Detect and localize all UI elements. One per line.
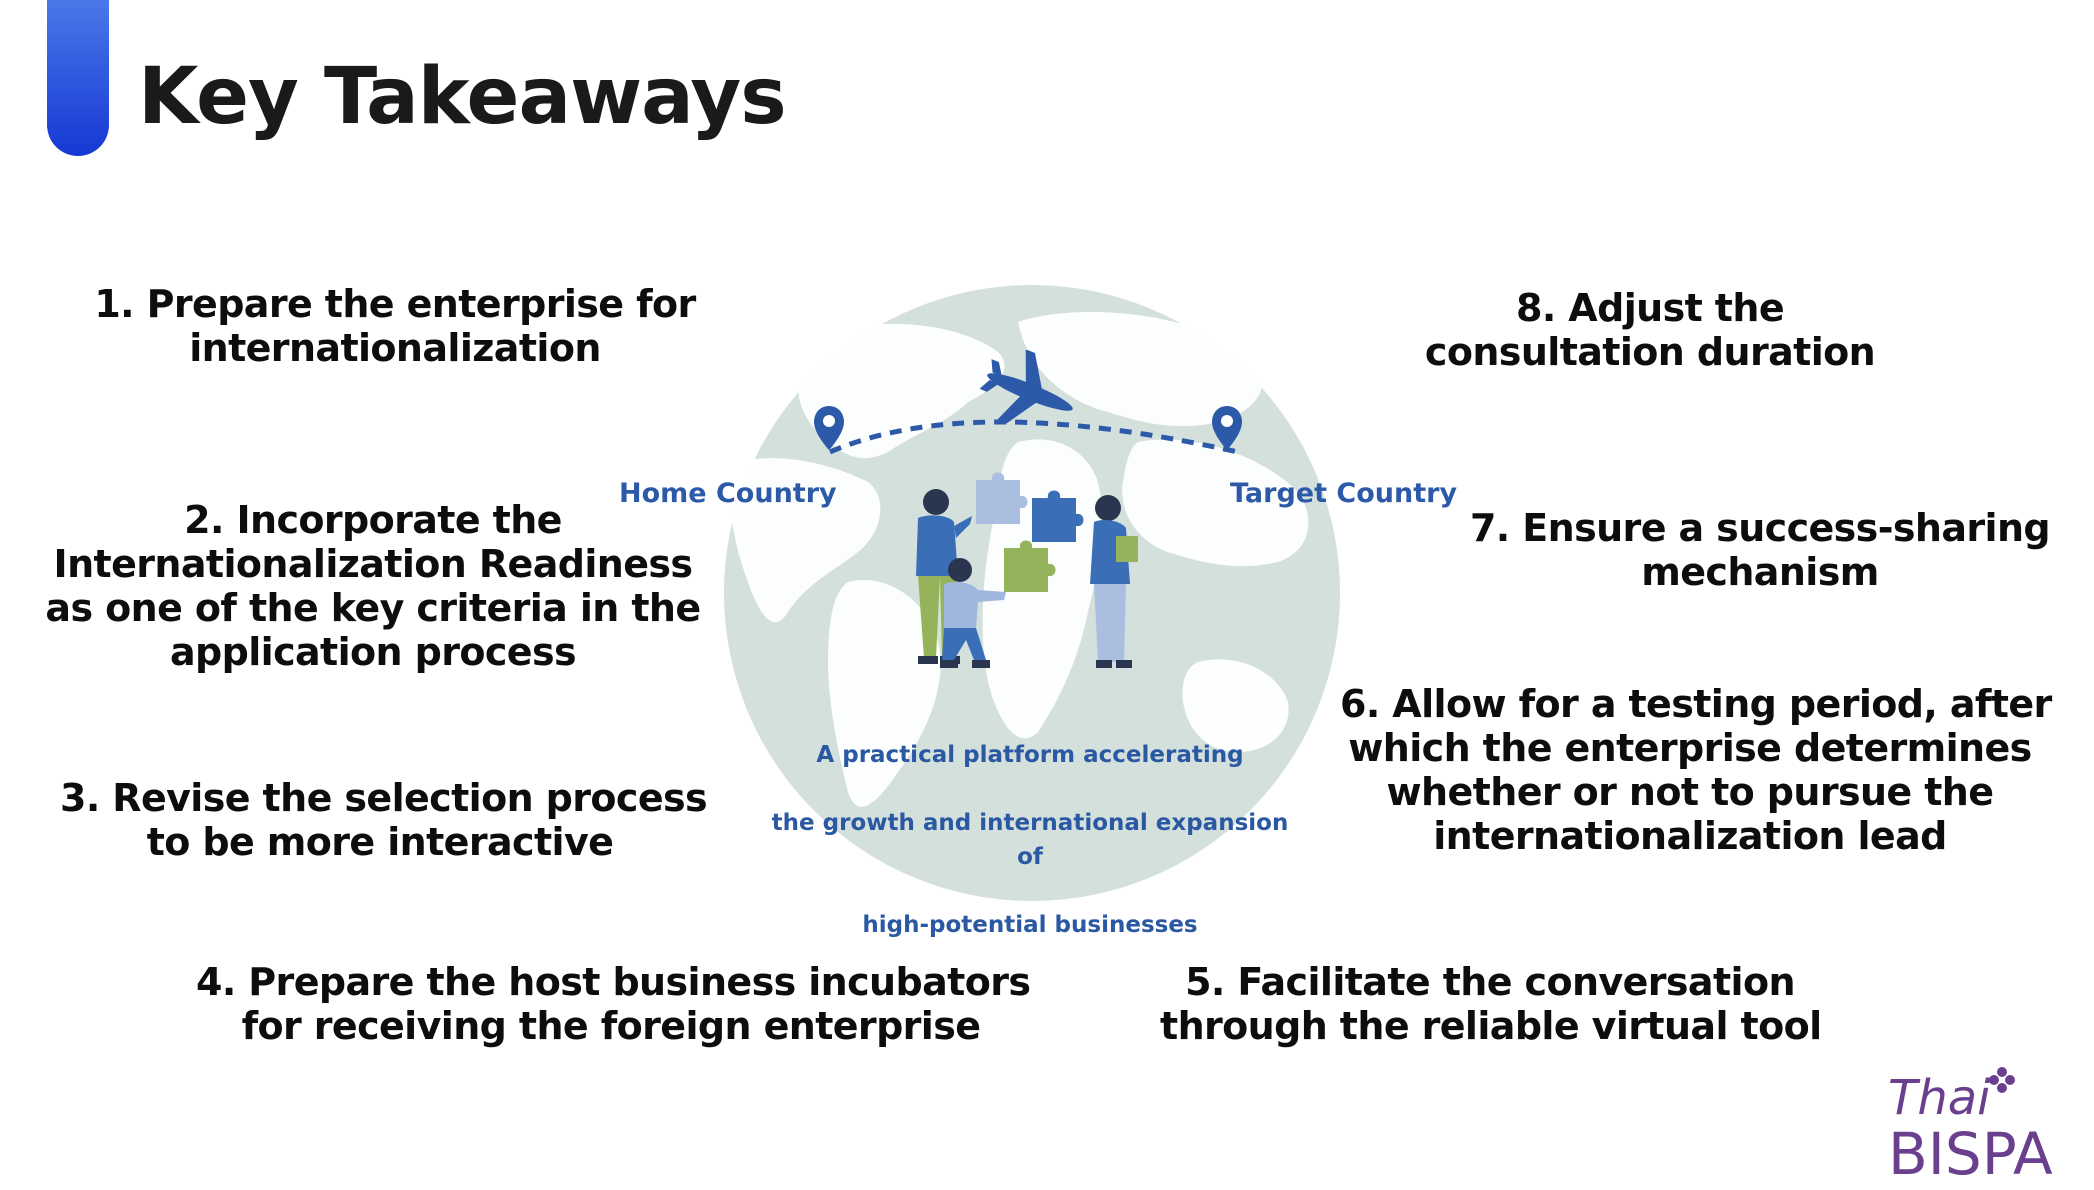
- takeaway-line: mechanism: [1641, 550, 1879, 594]
- person-figure-icon: [1090, 495, 1138, 668]
- takeaway-line: 5. Facilitate the conversation: [1185, 960, 1795, 1004]
- takeaway-line: 7. Ensure a success-sharing: [1469, 506, 2051, 550]
- puzzle-piece-icon: [976, 472, 1028, 524]
- caption-line: high-potential businesses: [862, 912, 1198, 938]
- takeaway-line: 1. Prepare the enterprise for: [94, 282, 696, 326]
- takeaway-line: to be more interactive: [146, 820, 614, 864]
- takeaway-line: whether or not to pursue the: [1386, 770, 1994, 814]
- takeaway-1: 1. Prepare the enterprise for internatio…: [70, 282, 720, 370]
- page-title: Key Takeaways: [138, 52, 787, 142]
- takeaway-line: internationalization lead: [1433, 814, 1947, 858]
- takeaway-5: 5. Facilitate the conversation through t…: [1160, 960, 1822, 1048]
- puzzle-piece-icon: [1032, 490, 1084, 542]
- title-accent-bar: [47, 0, 109, 156]
- takeaway-line: 3. Revise the selection process: [60, 776, 708, 820]
- takeaway-6: 6. Allow for a testing period, after whi…: [1340, 682, 2052, 858]
- takeaway-line: 8. Adjust the: [1516, 286, 1785, 330]
- location-pin-icon: [814, 406, 844, 450]
- flight-path: [829, 419, 1239, 455]
- takeaway-line: Internationalization Readiness: [53, 542, 694, 586]
- location-pin-icon: [1212, 406, 1242, 450]
- globe-illustration: [718, 282, 1346, 904]
- takeaway-7: 7. Ensure a success-sharing mechanism: [1460, 506, 2060, 594]
- caption-line: A practical platform accelerating: [816, 742, 1244, 768]
- caption-line: the growth and international expansion o…: [771, 810, 1289, 870]
- logo-text-top: Thai: [1888, 1070, 1991, 1126]
- takeaway-4: 4. Prepare the host business incubators …: [196, 960, 1031, 1048]
- airplane-icon: [980, 350, 1073, 424]
- takeaway-line: 6. Allow for a testing period, after: [1340, 682, 2052, 726]
- takeaway-line: for receiving the foreign enterprise: [241, 1004, 981, 1048]
- target-country-label: Target Country: [1230, 478, 1458, 509]
- takeaway-line: 4. Prepare the host business incubators: [196, 960, 1031, 1004]
- takeaway-line: which the enterprise determines: [1348, 726, 2032, 770]
- takeaway-line: as one of the key criteria in the: [45, 586, 701, 630]
- platform-caption: A practical platform accelerating the gr…: [760, 704, 1300, 976]
- person-figure-icon: [940, 558, 1006, 668]
- takeaway-8: 8. Adjust the consultation duration: [1400, 286, 1900, 374]
- thai-bispa-logo: Thai BISPA: [1882, 1062, 2082, 1188]
- logo-text-bottom: BISPA: [1888, 1120, 2053, 1180]
- takeaway-2: 2. Incorporate the Internationalization …: [40, 498, 706, 674]
- takeaway-3: 3. Revise the selection process to be mo…: [60, 776, 708, 864]
- takeaway-line: consultation duration: [1424, 330, 1876, 374]
- takeaway-line: 2. Incorporate the: [184, 498, 562, 542]
- takeaway-line: internationalization: [189, 326, 601, 370]
- puzzle-piece-icon: [1004, 540, 1056, 592]
- home-country-label: Home Country: [619, 478, 837, 509]
- takeaway-line: application process: [169, 630, 577, 674]
- takeaway-line: through the reliable virtual tool: [1160, 1004, 1822, 1048]
